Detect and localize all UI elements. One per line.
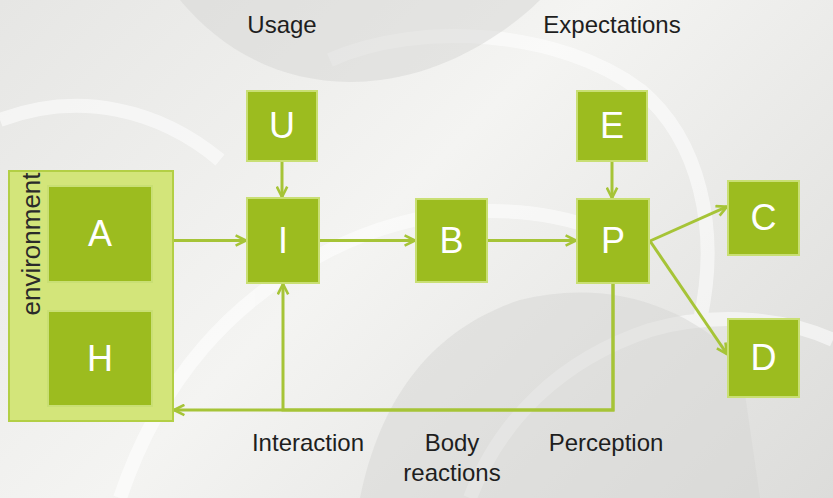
output-box: D (727, 318, 800, 398)
flow-arrow (281, 162, 284, 197)
box-letter: E (600, 106, 624, 146)
process-box: I (246, 197, 320, 284)
seat-shapes (180, 0, 760, 498)
flow-arrow (174, 239, 246, 242)
input-box: E (576, 90, 648, 162)
environment-band: environment A H (8, 170, 174, 422)
flow-arrow (611, 162, 614, 198)
stage-label: Interaction (252, 428, 364, 458)
flow-arrow (650, 241, 727, 354)
process-box: P (576, 198, 650, 284)
output-box: C (727, 180, 800, 256)
stage-label: Expectations (543, 10, 680, 40)
car-interior-sketch (0, 36, 833, 498)
input-box: U (246, 90, 318, 162)
stage-label: Body reactions (387, 428, 517, 488)
box-letter: D (751, 338, 777, 378)
band-title: environment (17, 172, 46, 315)
box-letter: B (439, 221, 463, 261)
box-letter: P (601, 221, 625, 261)
flow-arrow (174, 284, 613, 410)
box-letter: U (269, 106, 295, 146)
box-letter: C (751, 198, 777, 238)
stage-label: Perception (549, 428, 664, 458)
box-letter: A (88, 214, 112, 254)
flow-arrow (650, 207, 727, 241)
box-letter: H (87, 339, 113, 379)
factor-box: A (47, 185, 153, 283)
flow-arrow (283, 284, 613, 410)
flow-arrow (320, 239, 415, 242)
factor-box: H (47, 310, 153, 407)
flow-arrow (488, 239, 576, 242)
process-box: B (415, 198, 488, 283)
box-letter: I (278, 221, 288, 261)
stage-label: Usage (247, 10, 316, 40)
